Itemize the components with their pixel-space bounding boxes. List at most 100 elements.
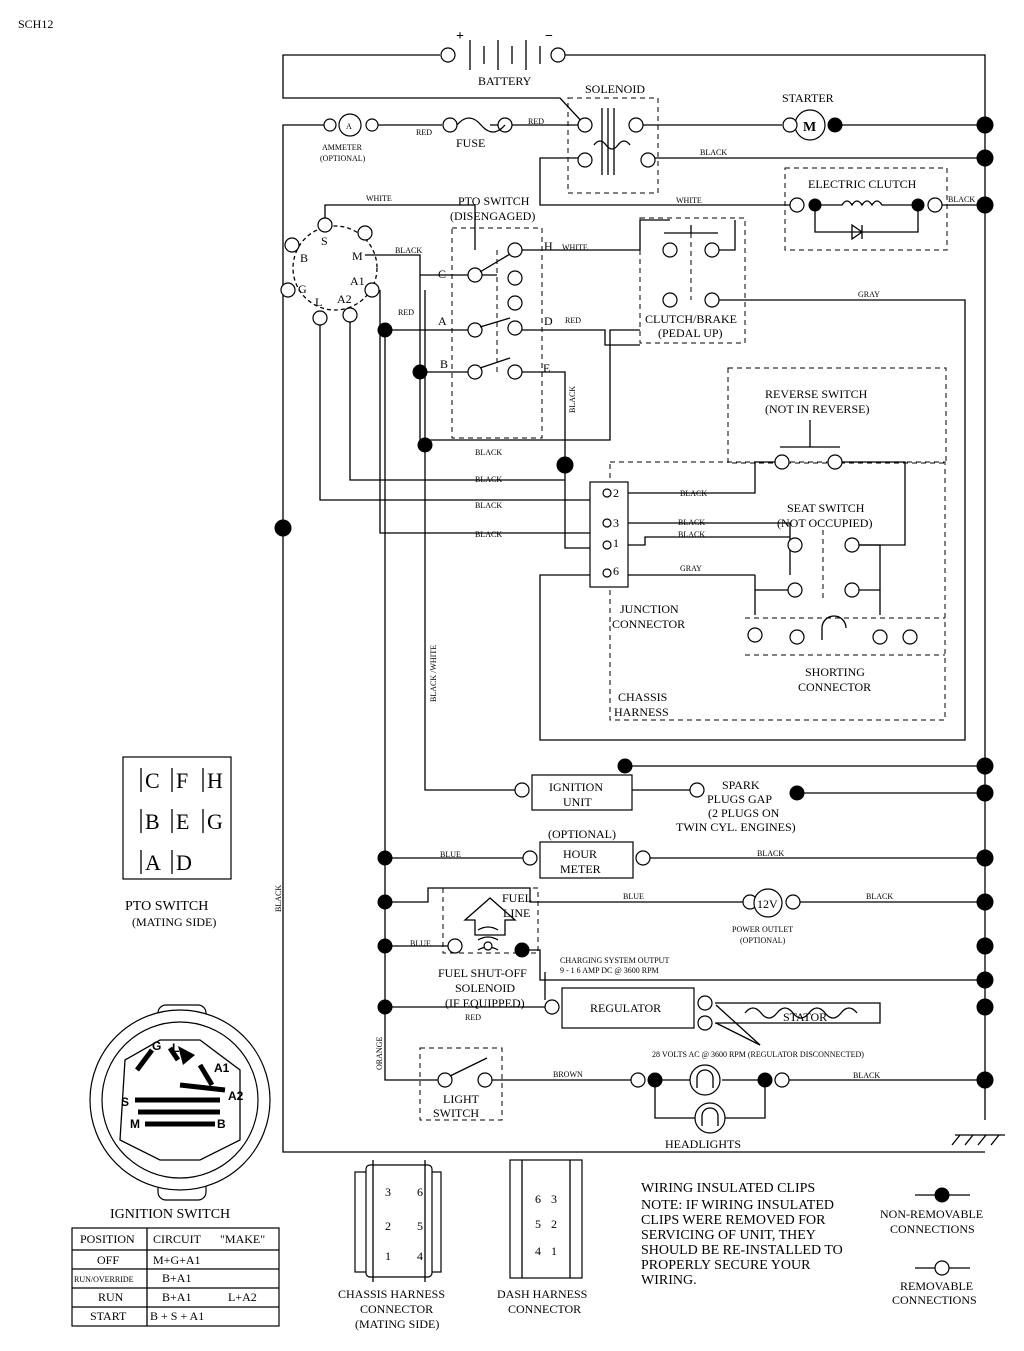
svg-text:5: 5 [535,1217,541,1231]
svg-text:BLUE: BLUE [410,939,431,948]
svg-text:START: START [90,1309,127,1323]
svg-text:BLACK: BLACK [568,386,577,413]
solenoid: SOLENOID [577,82,656,175]
svg-text:BLUE: BLUE [440,850,461,859]
page-id: SCH12 [18,17,53,31]
svg-text:1: 1 [385,1249,391,1263]
svg-text:3: 3 [551,1192,557,1206]
svg-text:BLACK: BLACK [853,1071,880,1080]
svg-text:FUSE: FUSE [456,136,485,150]
svg-text:"MAKE": "MAKE" [220,1232,265,1246]
svg-text:BLACK: BLACK [475,530,502,539]
svg-text:POSITION: POSITION [80,1232,135,1246]
svg-text:S: S [321,234,328,248]
svg-text:C: C [438,267,446,281]
svg-text:RED: RED [565,316,581,325]
fuse: FUSE [442,117,513,150]
svg-text:(OPTIONAL): (OPTIONAL) [320,154,366,163]
power-outlet: 12V POWER OUTLET (OPTIONAL) [732,888,801,945]
svg-text:C: C [145,768,160,793]
svg-text:RED: RED [416,128,432,137]
svg-text:2: 2 [613,486,619,500]
svg-text:SEAT SWITCH: SEAT SWITCH [787,501,865,515]
svg-text:BLACK: BLACK [475,475,502,484]
ignition-table: POSITION CIRCUIT "MAKE" OFF M+G+A1 RUN/O… [71,1227,280,1327]
svg-text:2: 2 [385,1219,391,1233]
svg-text:M: M [803,120,816,135]
pto-mating-side: C F H B E G A D PTO SWITCH (MATING SIDE) [122,756,232,929]
svg-text:(MATING SIDE): (MATING SIDE) [132,915,216,929]
svg-text:(IF EQUIPPED): (IF EQUIPPED) [445,996,525,1010]
svg-text:L: L [172,1041,179,1055]
svg-text:BLACK: BLACK [475,448,502,457]
svg-text:4: 4 [417,1249,423,1263]
svg-text:LINE: LINE [503,906,530,920]
svg-text:WHITE: WHITE [366,194,392,203]
svg-text:REVERSE SWITCH: REVERSE SWITCH [765,387,868,401]
svg-text:CHARGING SYSTEM OUTPUT: CHARGING SYSTEM OUTPUT [560,956,669,965]
svg-text:G: G [207,809,223,834]
dash-harness-connector: 6 3 5 2 4 1 DASH HARNESS CONNECTOR [497,1159,587,1316]
hour-meter: (OPTIONAL) HOUR METER [522,827,651,879]
battery-label: BATTERY [478,74,532,88]
ignition-switch-face: G L A1 A2 S M B IGNITION SWITCH [89,1004,271,1222]
svg-text:UNIT: UNIT [563,795,592,809]
svg-text:SPARK: SPARK [722,778,760,792]
svg-text:FUEL: FUEL [502,891,532,905]
svg-text:HARNESS: HARNESS [614,705,669,719]
svg-text:CONNECTIONS: CONNECTIONS [890,1222,975,1236]
svg-text:SOLENOID: SOLENOID [585,82,645,96]
svg-text:(OPTIONAL): (OPTIONAL) [740,936,786,945]
svg-text:DASH HARNESS: DASH HARNESS [497,1287,587,1301]
svg-text:BLACK: BLACK [680,489,707,498]
svg-text:WIRING INSULATED CLIPS: WIRING INSULATED CLIPS [641,1181,815,1196]
svg-text:G: G [298,282,307,296]
svg-text:1: 1 [551,1244,557,1258]
svg-text:B+A1: B+A1 [162,1290,191,1304]
svg-text:6: 6 [613,564,619,578]
svg-text:H: H [544,239,553,253]
svg-text:CONNECTOR: CONNECTOR [612,617,685,631]
starter: STARTER M [782,91,834,141]
svg-text:HEADLIGHTS: HEADLIGHTS [665,1137,741,1151]
battery-plus: + [456,29,464,44]
svg-text:H: H [207,768,223,793]
svg-text:SOLENOID: SOLENOID [455,981,515,995]
svg-text:RED: RED [465,1013,481,1022]
svg-text:STARTER: STARTER [782,91,834,105]
svg-text:RED: RED [398,308,414,317]
svg-text:BLACK: BLACK [395,246,422,255]
headlights: HEADLIGHTS [630,1064,790,1151]
svg-text:CHASSIS HARNESS: CHASSIS HARNESS [338,1287,445,1301]
svg-text:(2 PLUGS ON: (2 PLUGS ON [708,806,780,820]
svg-text:G: G [152,1039,161,1053]
svg-text:BLACK: BLACK [948,195,975,204]
svg-text:BLACK: BLACK [700,148,727,157]
svg-text:(MATING SIDE): (MATING SIDE) [355,1317,439,1331]
svg-text:A: A [438,314,447,328]
svg-text:CONNECTOR: CONNECTOR [798,680,871,694]
svg-text:F: F [176,768,188,793]
svg-text:L+A2: L+A2 [228,1290,257,1304]
svg-text:ELECTRIC CLUTCH: ELECTRIC CLUTCH [808,177,917,191]
svg-text:(OPTIONAL): (OPTIONAL) [548,827,616,841]
svg-text:BLACK /WHITE: BLACK /WHITE [429,645,438,702]
svg-text:6: 6 [535,1192,541,1206]
notes: WIRING INSULATED CLIPS NOTE: IF WIRING I… [641,1181,843,1288]
svg-text:RED: RED [528,117,544,126]
battery: + − BATTERY [440,29,566,88]
svg-text:SERVICING OF UNIT, THEY: SERVICING OF UNIT, THEY [641,1228,816,1243]
svg-text:GRAY: GRAY [858,290,880,299]
svg-text:FUEL SHUT-OFF: FUEL SHUT-OFF [438,966,527,980]
svg-text:B+A1: B+A1 [162,1271,191,1285]
svg-text:3: 3 [385,1185,391,1199]
svg-text:CIRCUIT: CIRCUIT [153,1232,202,1246]
pto-switch: PTO SWITCH (DISENGAGED) H C A D B E [438,194,553,380]
svg-text:(NOT IN REVERSE): (NOT IN REVERSE) [765,402,869,416]
svg-text:WHITE: WHITE [676,196,702,205]
wires [282,54,1005,1153]
nonremovable-nodes [274,116,994,1089]
svg-text:B + S + A1: B + S + A1 [150,1309,204,1323]
svg-text:B: B [145,809,160,834]
svg-text:WIRING.: WIRING. [641,1273,697,1288]
